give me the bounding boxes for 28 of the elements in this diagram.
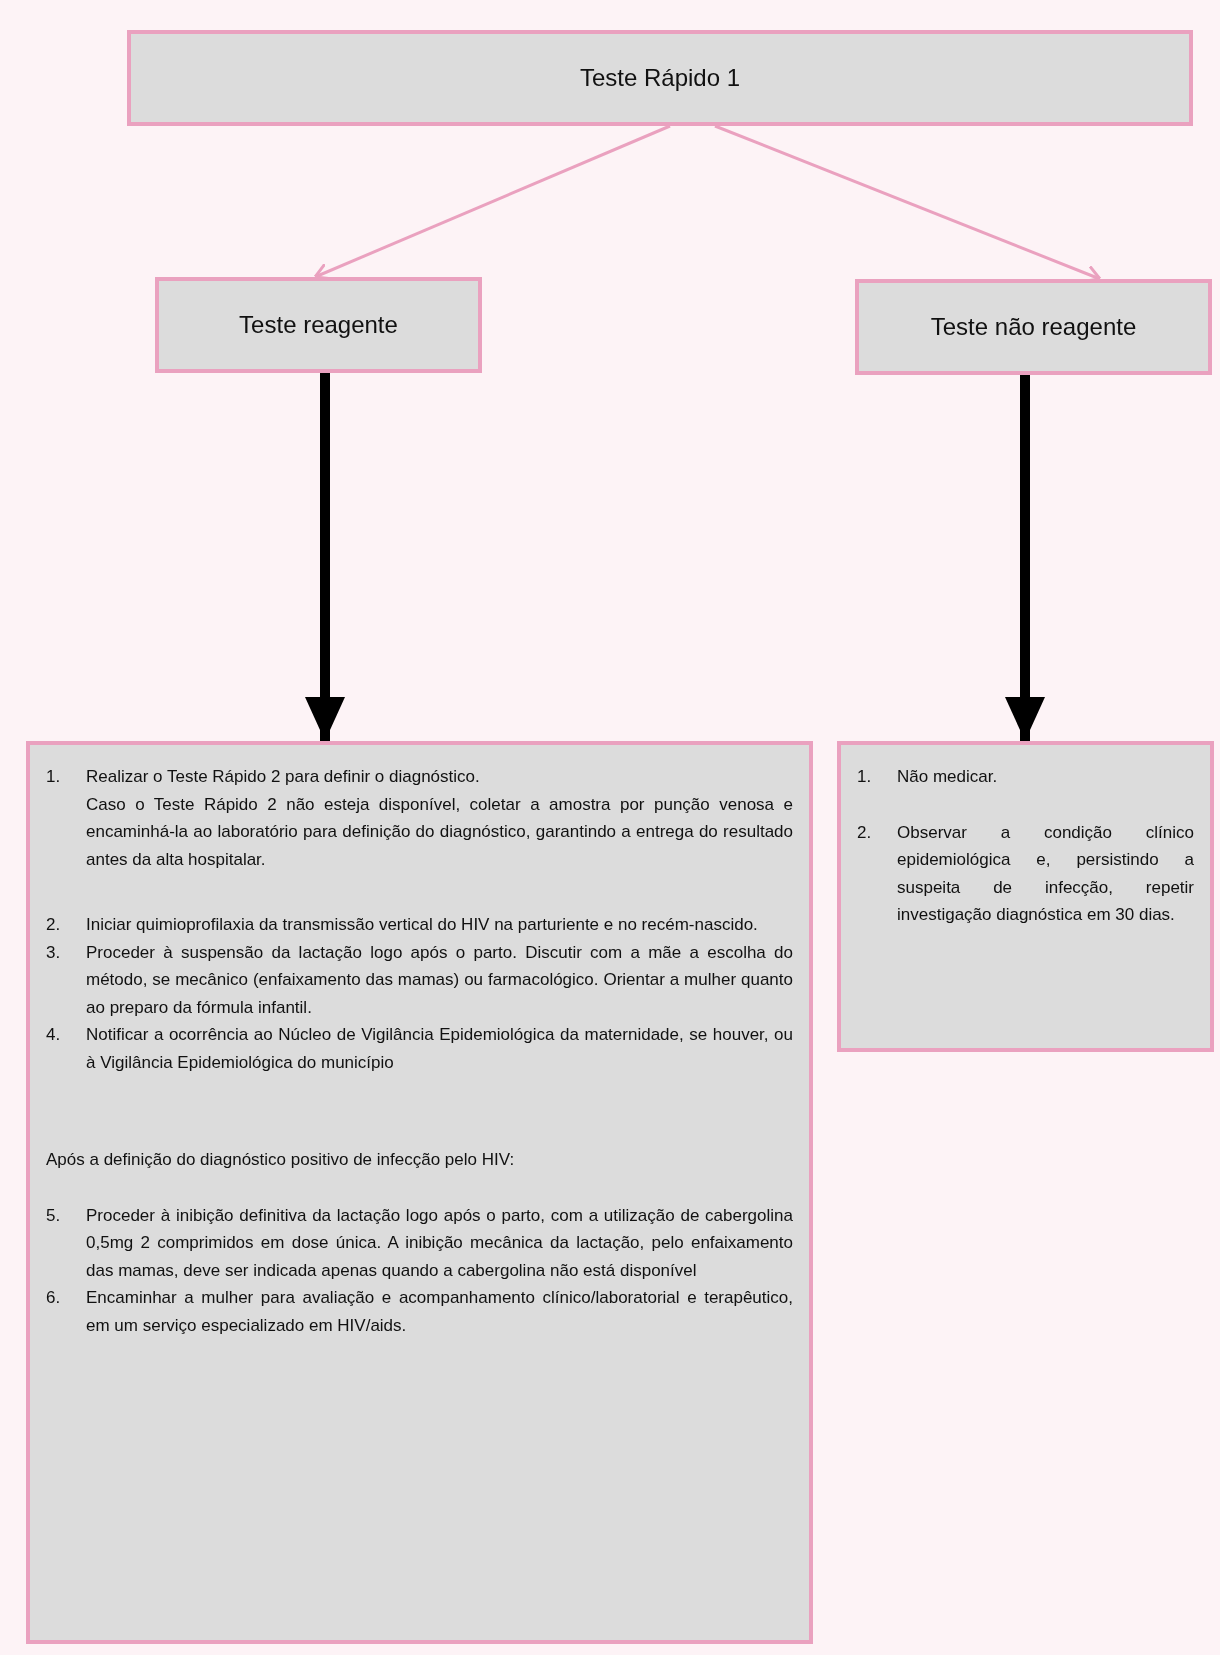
list-number: 1. [46, 766, 62, 788]
list-number: 2. [46, 914, 62, 937]
list-item-text: Encaminhar a mulher para avaliação e acompanhamento clínico/laboratorial e terapêutico, em um serviço especializado em HIV/aids. [86, 1287, 793, 1337]
process-box [155, 277, 482, 373]
list-number: 4. [46, 1024, 62, 1047]
list-item-text: Observar a condição clínico epidemiológica e, persistindo a suspeita de infecção, repetir investigação diagnóstica em 30 dias. [897, 821, 1194, 927]
box-title: Teste reagente [239, 311, 398, 339]
process-box [837, 741, 1214, 1052]
process-box [26, 741, 813, 1644]
list-number: 5. [46, 1204, 62, 1227]
section-heading: Após a definição do diagnóstico positivo de infecção pelo HIV: [46, 1149, 516, 1172]
list-item-text: Não medicar. [897, 766, 999, 788]
list-item-text: Realizar o Teste Rápido 2 para definir o diagnóstico. [86, 766, 481, 788]
list-item-text: Notificar a ocorrência ao Núcleo de Vigilância Epidemiológica da maternidade, se houver, ou à Vigilância Epidemiológica do município [86, 1024, 793, 1074]
box-title: Teste não reagente [930, 313, 1137, 341]
list-item-text: Iniciar quimioprofilaxia da transmissão vertical do HIV na parturiente e no recém-nascido. [86, 914, 759, 937]
arrow [305, 373, 345, 741]
list-number: 6. [46, 1287, 62, 1310]
list-number: 2. [857, 821, 873, 844]
process-box [855, 279, 1212, 375]
process-box [127, 30, 1193, 126]
list-number: 3. [46, 941, 62, 964]
list-number: 1. [857, 766, 873, 788]
box-title: Teste Rápido 1 [579, 64, 741, 92]
arrow [1005, 375, 1045, 741]
list-item-text: Caso o Teste Rápido 2 não esteja disponível, coletar a amostra por punção venosa e encaminhá-la ao laboratório para definição do diagnóstico, garantindo a entrega do resultado antes da alta hospitalar. [86, 793, 793, 871]
list-item-text: Proceder à inibição definitiva da lactação logo após o parto, com a utilização de cabergolina 0,5mg 2 comprimidos em dose única. A inibição mecânica da lactação, pelo enfaixamento das mamas, deve ser indicada apenas quando a cabergolina não está disponível [86, 1204, 793, 1282]
list-item-text: Proceder à suspensão da lactação logo após o parto. Discutir com a mãe a escolha do método, se mecânico (enfaixamento das mamas) ou farmacológico. Orientar a mulher quanto ao preparo da fórmula infantil. [86, 941, 793, 1019]
